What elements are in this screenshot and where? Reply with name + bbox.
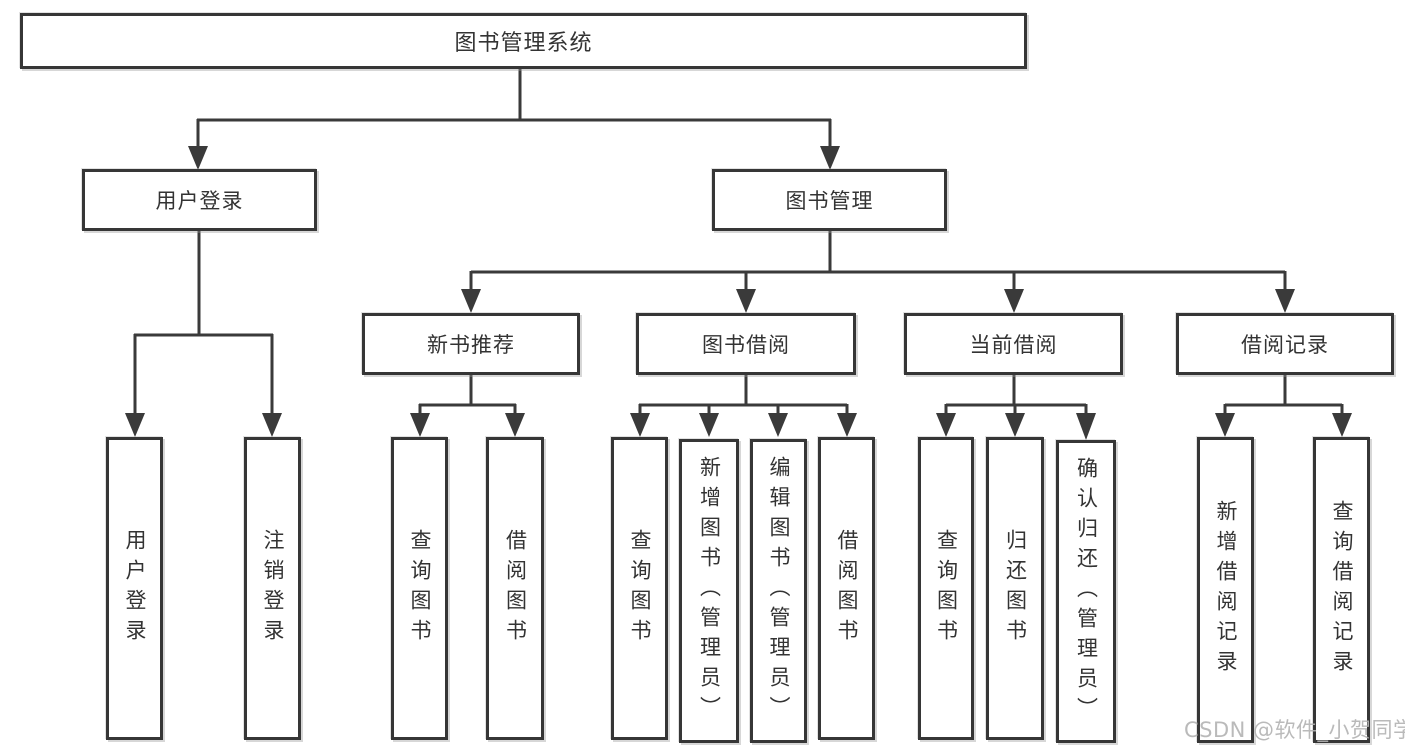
node-label: 归还图书 (1003, 528, 1028, 649)
leaf-query-books-borrowing: 查询图书 (611, 437, 668, 740)
leaf-query-books-recommend: 查询图书 (391, 437, 448, 740)
leaf-borrow-books-recommend: 借阅图书 (486, 437, 544, 740)
leaf-query-books-current: 查询图书 (918, 437, 974, 740)
node-borrowing-records: 借阅记录 (1176, 313, 1394, 375)
leaf-user-login: 用户登录 (106, 437, 163, 740)
node-label: 编辑图书（管理员） (767, 456, 792, 726)
node-label: 借阅图书 (835, 528, 860, 649)
node-book-management: 图书管理 (712, 169, 947, 231)
node-book-borrowing: 图书借阅 (636, 313, 856, 375)
node-new-book-recommend: 新书推荐 (362, 313, 580, 375)
node-label: 新增借阅记录 (1214, 500, 1239, 680)
leaf-return-book: 归还图书 (986, 437, 1044, 740)
node-label: 查询借阅记录 (1330, 500, 1355, 680)
leaf-logout: 注销登录 (244, 437, 301, 740)
node-label: 查询图书 (934, 528, 959, 649)
node-label: 用户登录 (123, 528, 148, 649)
node-user-login: 用户登录 (82, 169, 317, 231)
leaf-borrow-books: 借阅图书 (818, 437, 875, 740)
node-library-management-system: 图书管理系统 (20, 13, 1027, 69)
leaf-edit-book-admin: 编辑图书（管理员） (750, 439, 807, 743)
node-label: 图书管理 (785, 189, 874, 213)
node-current-borrowing: 当前借阅 (904, 313, 1123, 375)
node-label: 新增图书（管理员） (697, 456, 722, 726)
node-label: 查询图书 (628, 528, 653, 649)
leaf-add-borrow-record: 新增借阅记录 (1197, 437, 1254, 743)
csdn-watermark: CSDN @软件_小贺同学 (1184, 718, 1405, 742)
leaf-add-book-admin: 新增图书（管理员） (679, 439, 739, 743)
leaf-confirm-return-admin: 确认归还（管理员） (1056, 440, 1116, 743)
node-label: 用户登录 (155, 189, 244, 213)
node-label: 新书推荐 (427, 333, 515, 357)
node-label: 注销登录 (261, 528, 286, 649)
node-label: 确认归还（管理员） (1074, 456, 1099, 727)
node-label: 查询图书 (408, 528, 433, 649)
arrowheads (125, 146, 1352, 440)
node-label: 图书管理系统 (454, 31, 593, 56)
node-label: 当前借阅 (969, 333, 1058, 357)
node-label: 借阅记录 (1241, 333, 1329, 357)
node-label: 借阅图书 (503, 528, 528, 649)
node-label: 图书借阅 (702, 333, 790, 357)
leaf-query-borrow-record: 查询借阅记录 (1313, 437, 1370, 743)
